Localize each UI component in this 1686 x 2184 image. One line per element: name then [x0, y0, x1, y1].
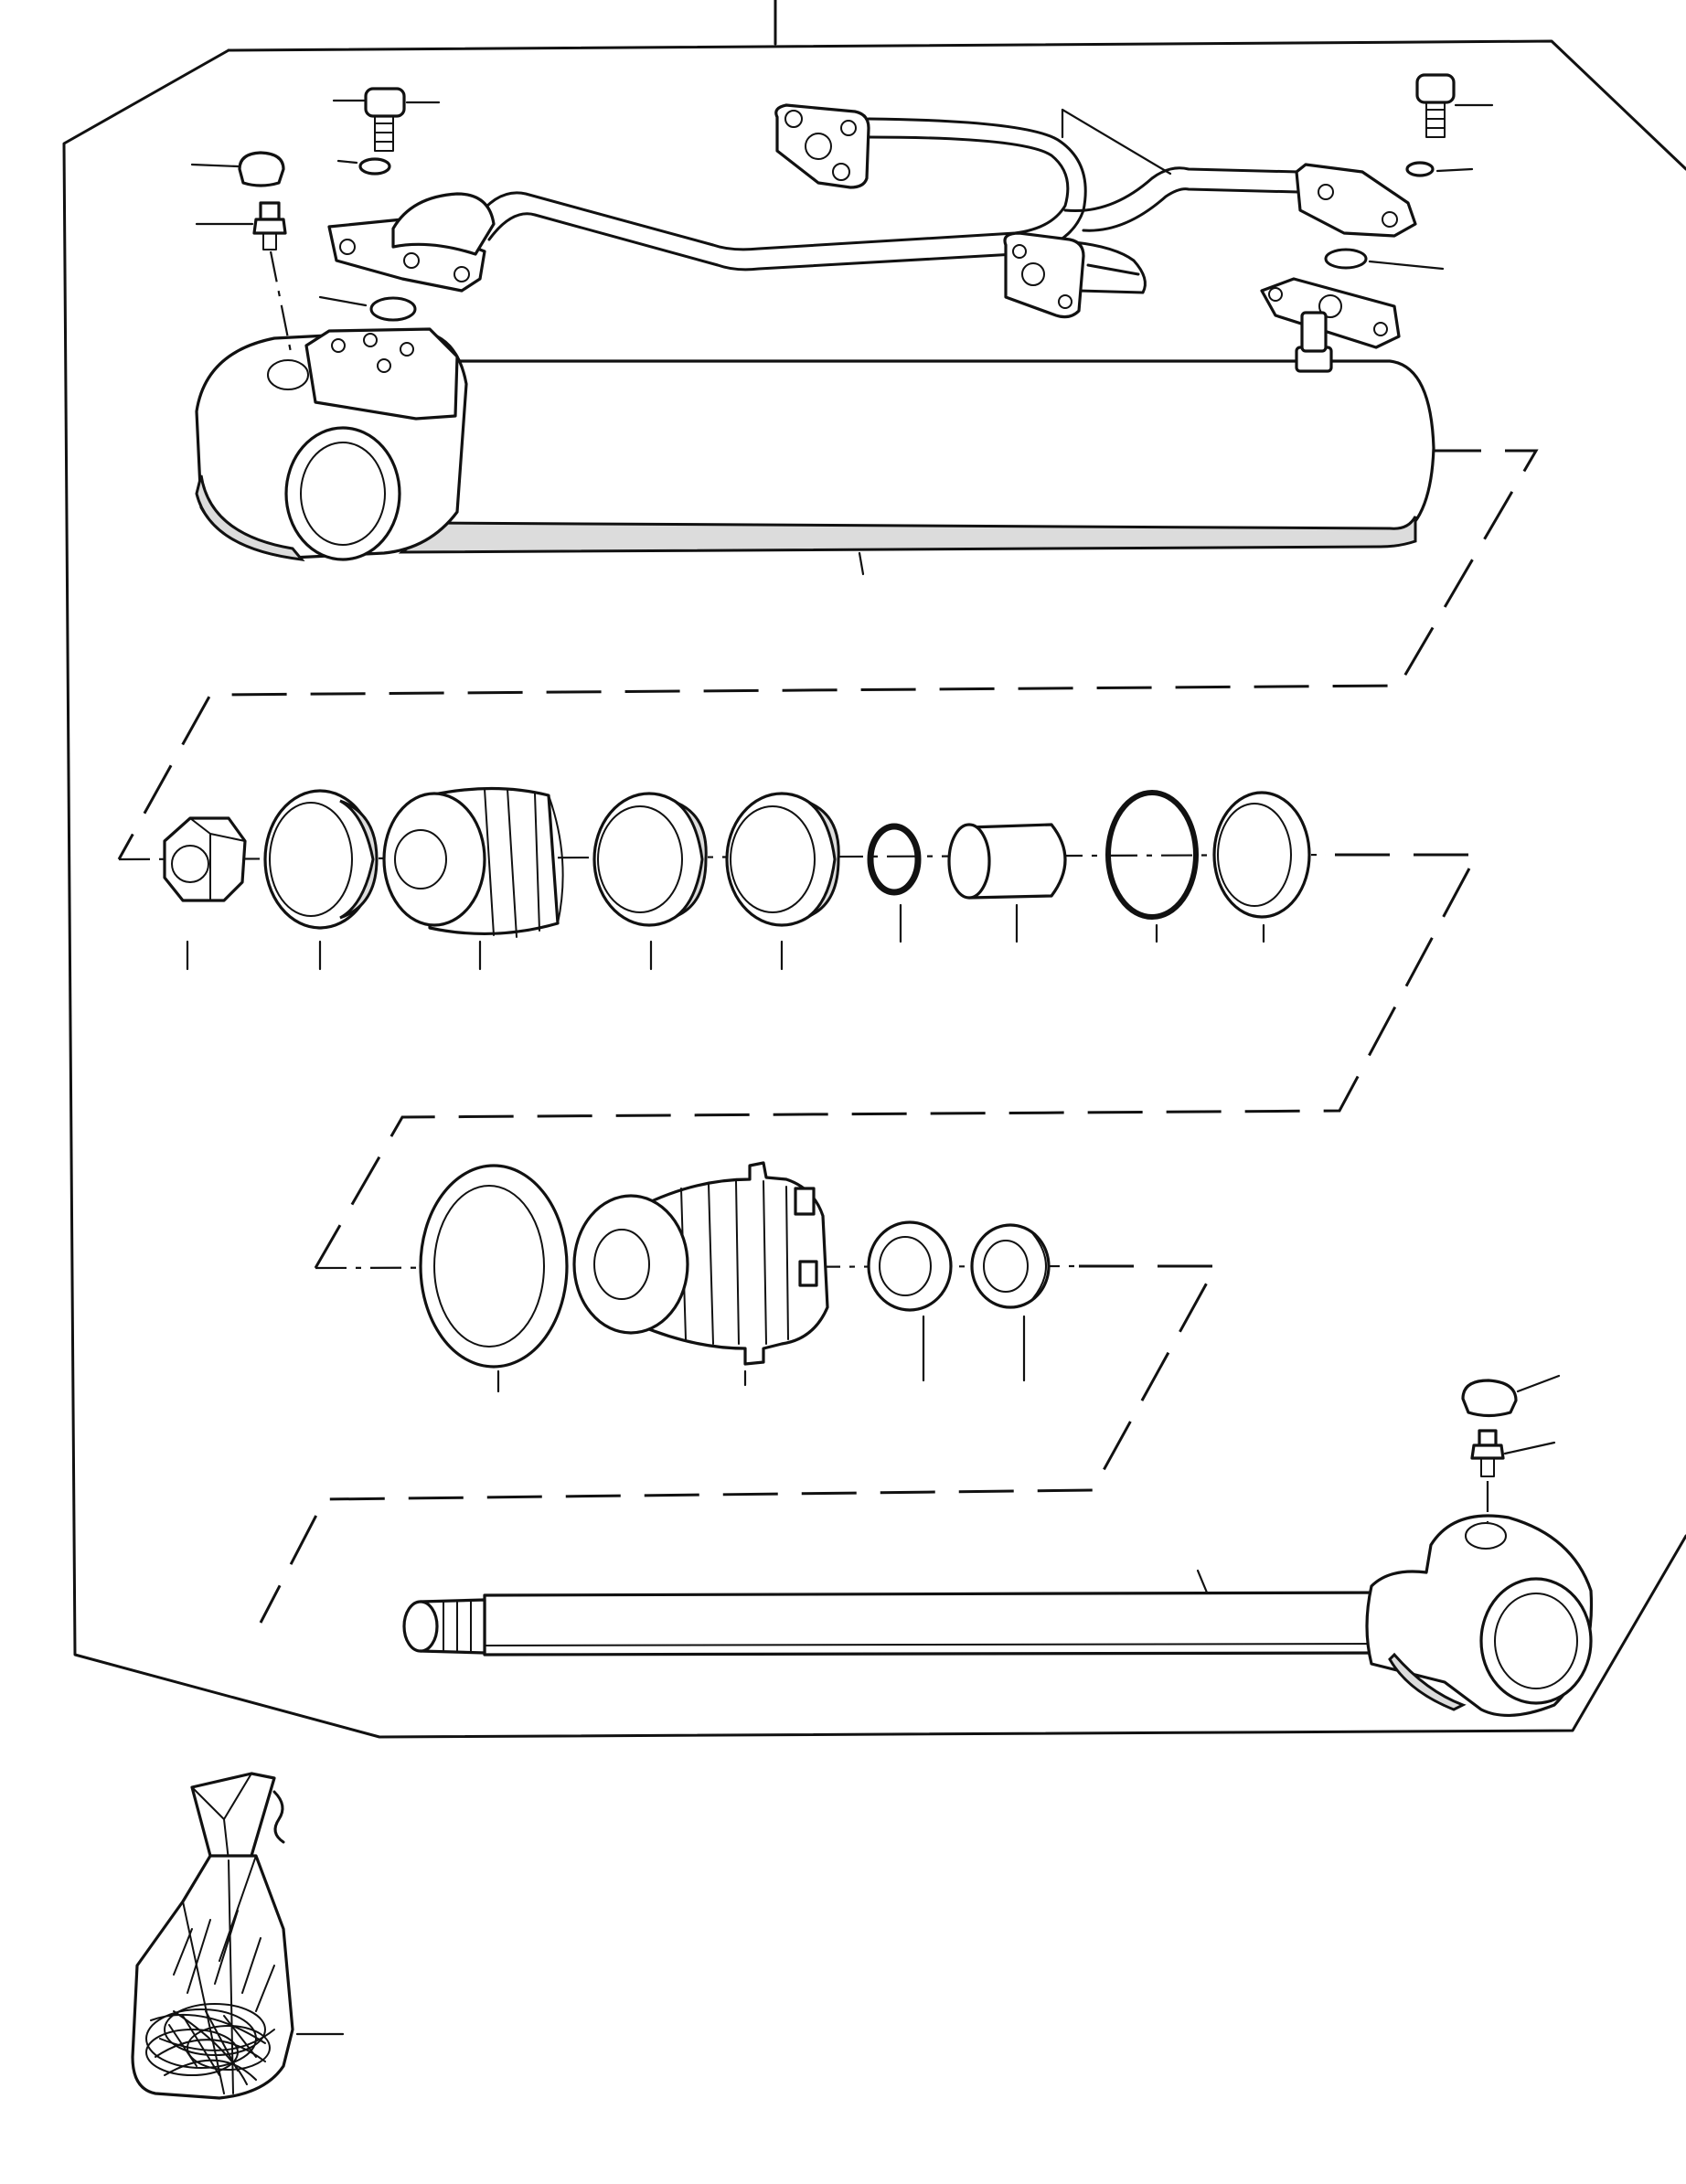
- piston-rod: [402, 1514, 1594, 1717]
- grease-fitting-rod: [1470, 1429, 1556, 1522]
- spacer-sleeve: [947, 823, 1067, 943]
- section-outline-3: [259, 1264, 1219, 1624]
- rod-seal: [867, 1220, 953, 1382]
- cap-screw-right: [1415, 73, 1494, 138]
- wear-ring-2: [725, 792, 840, 971]
- small-o-ring: [867, 823, 922, 943]
- backup-ring: [1212, 791, 1311, 943]
- o-ring-flange-right: [1324, 248, 1445, 271]
- wear-ring: [263, 789, 379, 971]
- cylinder-barrel-assembly: [195, 327, 1435, 576]
- cylinder-head-gland: [572, 1161, 829, 1387]
- washer-left: [336, 157, 391, 176]
- wiper-seal: [970, 1223, 1051, 1382]
- dust-cap-left: [190, 151, 285, 187]
- seal-kit-contents: [145, 2003, 275, 2085]
- piston-seal: [592, 792, 708, 971]
- hydraulic-tube: [327, 103, 1417, 353]
- gland-washer: [419, 1164, 569, 1393]
- piston: [382, 786, 564, 971]
- grease-fitting-left: [195, 201, 293, 353]
- washer-right: [1405, 161, 1474, 177]
- lock-nut: [163, 816, 247, 971]
- section-outline-2: [314, 853, 1479, 1269]
- o-ring-large: [1105, 790, 1199, 943]
- dust-cap-rod: [1461, 1374, 1561, 1418]
- o-ring-flange-left: [318, 295, 417, 322]
- section-1-axis: [118, 853, 1327, 861]
- cap-screw-left: [332, 87, 441, 152]
- assembly-boundary: [62, 0, 1686, 1739]
- seal-kit-bag: [131, 1772, 345, 2100]
